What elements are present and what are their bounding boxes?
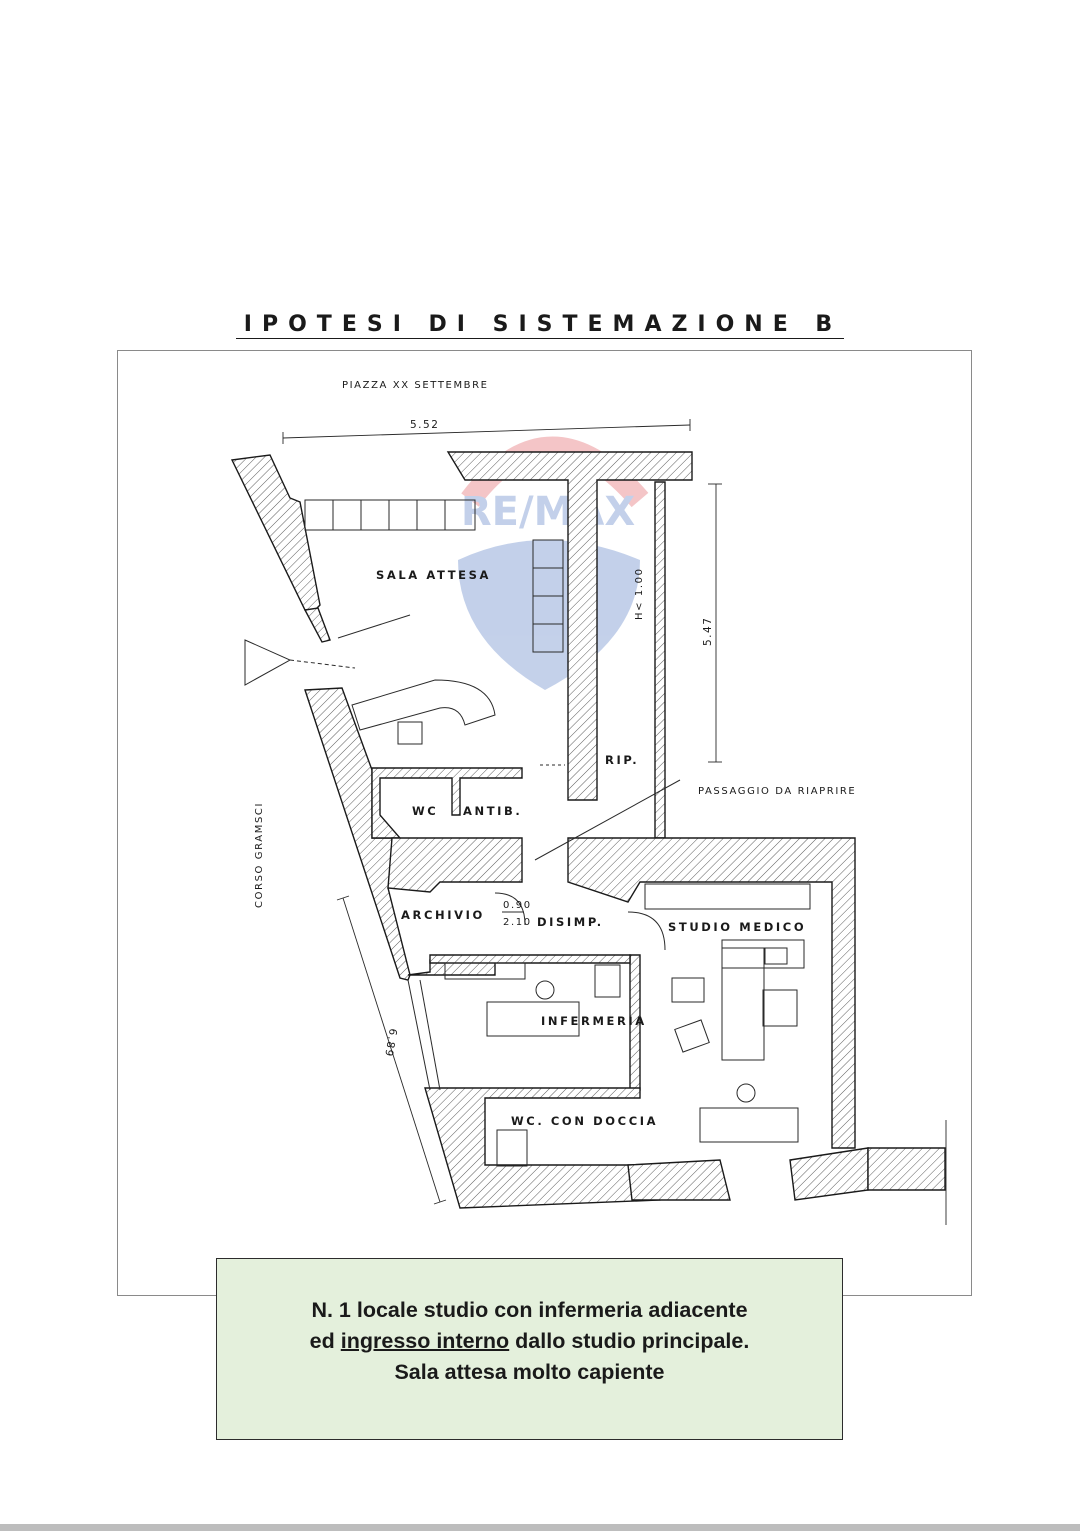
studio-door-swing xyxy=(627,911,666,951)
wall-bottom-center xyxy=(627,1159,731,1201)
studio-monitor xyxy=(764,947,788,965)
room-label-studio: STUDIO MEDICO xyxy=(668,920,806,934)
studio-cabinets xyxy=(644,883,811,910)
note-line-2: ed ingresso interno dallo studio princip… xyxy=(309,1329,750,1353)
shower-tray xyxy=(496,1129,528,1167)
room-label-shower-wc: WC. CON DOCCIA xyxy=(511,1114,658,1128)
studio-printer xyxy=(762,989,798,1027)
floor-plan: RE/MAX xyxy=(230,380,947,1225)
room-label-antibagno: ANTIB. xyxy=(463,804,522,818)
wall-infirmary-top xyxy=(429,954,631,964)
studio-chair-2 xyxy=(674,1019,710,1053)
passage-leader xyxy=(534,779,681,861)
wall-wc xyxy=(371,767,523,839)
description-note: N. 1 locale studio con infermeria adiace… xyxy=(216,1258,843,1440)
waiting-chairs-column xyxy=(532,539,564,653)
infirmary-bed xyxy=(486,1001,580,1037)
remax-watermark-text: RE/MAX xyxy=(461,489,635,535)
room-label-hallway: DISIMP. xyxy=(537,915,604,929)
studio-desk-top xyxy=(721,939,805,969)
bottom-bar xyxy=(0,1524,1080,1531)
wall-left-jamb xyxy=(303,607,331,643)
plan-title: IPOTESI DI SISTEMAZIONE B xyxy=(0,312,1080,339)
wall-middle-left xyxy=(387,837,523,893)
infirmary-stool xyxy=(535,980,555,1000)
wall-right-upper xyxy=(654,481,666,839)
wall-far-right xyxy=(867,1147,946,1191)
note-underlined-text: ingresso interno xyxy=(340,1329,510,1353)
room-label-waiting: SALA ATTESA xyxy=(376,568,491,582)
wall-bottom-left xyxy=(424,1087,661,1209)
dimension-right-height: 5.47 xyxy=(702,617,714,646)
room-label-archive: ARCHIVIO xyxy=(401,908,485,922)
reception-desk xyxy=(351,679,496,731)
walls xyxy=(230,451,946,1209)
infirmary-worktop xyxy=(444,962,526,980)
passage-annotation: PASSAGGIO DA RIAPRIRE xyxy=(698,786,856,797)
note-line-3: Sala attesa molto capiente xyxy=(394,1360,665,1384)
dimension-top-width: 5.52 xyxy=(410,419,439,431)
dimension-lines xyxy=(282,419,947,1225)
reception-chair xyxy=(397,721,423,745)
note-line-1: N. 1 locale studio con infermeria adiace… xyxy=(311,1298,748,1322)
room-label-infirmary: INFERMERIA xyxy=(541,1014,647,1028)
dimension-left-diagonal: 6.89 xyxy=(382,1027,399,1058)
wall-bottom-right xyxy=(789,1147,869,1201)
waiting-door-swing xyxy=(337,614,411,639)
street-label-top: PIAZZA XX SETTEMBRE xyxy=(342,380,489,391)
studio-exam-bed xyxy=(699,1107,799,1143)
room-label-wc: WC xyxy=(412,804,438,818)
door-width: 0.90 xyxy=(503,900,532,911)
wall-middle-right xyxy=(567,837,856,1149)
archive-door-swing xyxy=(494,892,526,926)
door-height: 2.10 xyxy=(503,917,532,928)
wall-top-right xyxy=(446,451,693,801)
waiting-chairs-row xyxy=(304,499,476,531)
furniture xyxy=(244,499,811,1167)
room-label-storage: RIP. xyxy=(605,753,639,767)
street-label-left: CORSO GRAMSCI xyxy=(254,802,265,908)
entrance-door xyxy=(244,639,292,686)
wall-top-left xyxy=(230,454,321,611)
infirmary-cabinet xyxy=(594,964,621,998)
studio-desk xyxy=(721,947,765,1061)
height-note: H< 1.00 xyxy=(634,567,645,620)
studio-stool xyxy=(736,1083,756,1103)
studio-chair-1 xyxy=(671,977,705,1003)
